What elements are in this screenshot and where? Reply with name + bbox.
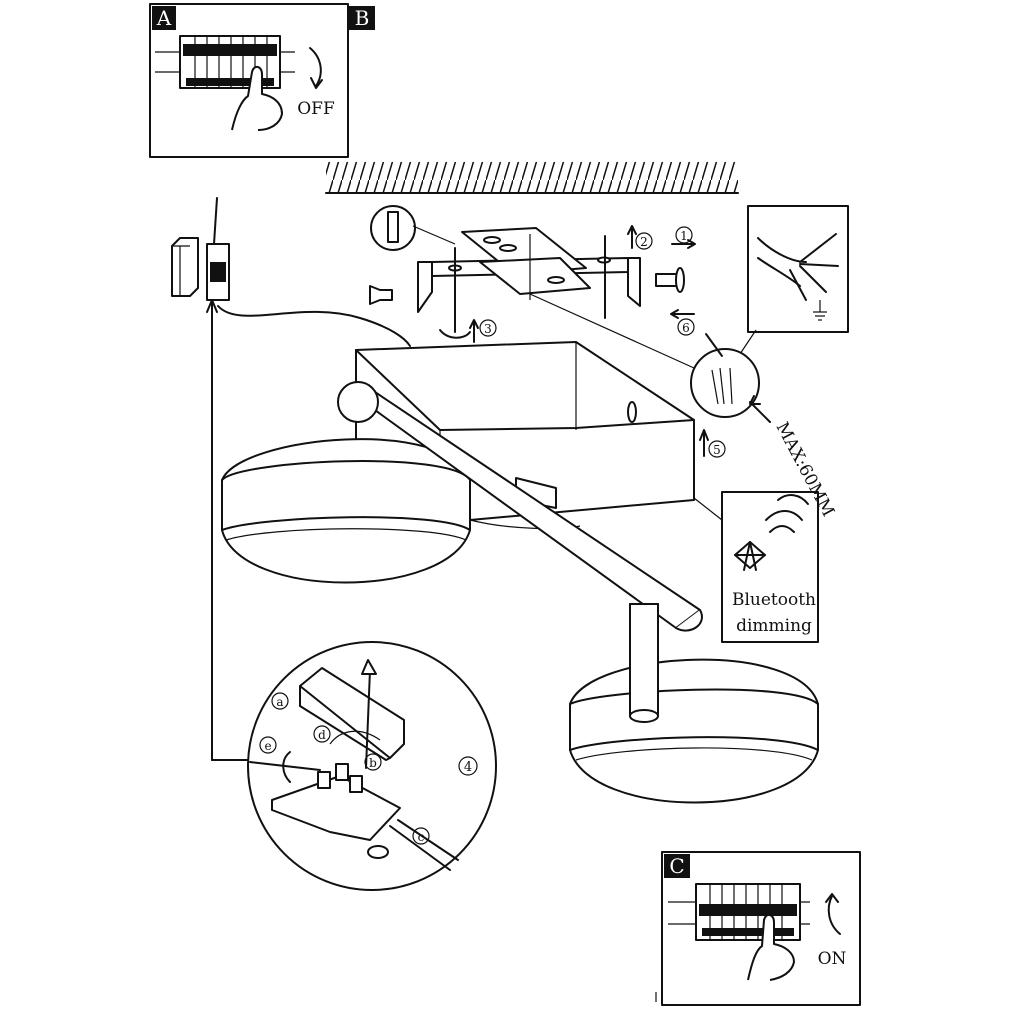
bluetooth-line1: Bluetooth xyxy=(732,590,816,610)
earth-icon xyxy=(813,300,827,321)
max-label: MAX:60MM xyxy=(772,419,838,520)
wire-d: d xyxy=(318,728,326,742)
on-arrow xyxy=(827,895,841,935)
breaker-icon xyxy=(668,883,810,941)
wire-zoom-circle xyxy=(690,348,760,418)
wire-a: a xyxy=(276,695,283,709)
bluetooth-panel: Bluetooth dimming xyxy=(693,491,819,643)
panel-b-letter: B xyxy=(355,6,370,30)
panel-c-letter: C xyxy=(669,854,684,878)
step-2: 2 xyxy=(640,235,648,249)
panel-b-badge xyxy=(349,6,375,30)
bluetooth-line2: dimming xyxy=(736,616,812,636)
receiver-cable xyxy=(217,305,411,347)
panel-a-letter: A xyxy=(156,6,172,30)
breaker-icon xyxy=(155,35,295,89)
screwdriver xyxy=(365,669,371,769)
hand-icon xyxy=(747,914,795,981)
step-markers: 2 1 6 3 5 xyxy=(439,225,726,458)
lamp-head-left xyxy=(221,438,471,584)
wire-e: e xyxy=(264,739,271,753)
step-1: 1 xyxy=(680,229,688,243)
step-5: 5 xyxy=(713,443,721,457)
panel-a-badge xyxy=(152,6,176,30)
wire-c: c xyxy=(418,830,425,844)
step-4: 4 xyxy=(464,760,472,775)
panel-c-badge xyxy=(664,854,690,878)
mounting-hardware xyxy=(369,205,685,333)
wire-b: b xyxy=(369,756,377,770)
lamp-head-right xyxy=(569,603,819,804)
panel-power-off: A B OFF xyxy=(149,3,375,158)
on-label: ON xyxy=(818,949,847,969)
off-label: OFF xyxy=(297,99,335,119)
bluetooth-icon xyxy=(734,541,766,571)
terminal-detail: a b c d e 4 xyxy=(247,641,497,891)
step-3: 3 xyxy=(484,322,492,336)
hand-icon xyxy=(231,66,283,131)
ceiling xyxy=(326,162,738,192)
wall-plug xyxy=(369,285,393,305)
step-6: 6 xyxy=(682,321,690,335)
lamp-arm xyxy=(337,381,703,632)
antenna xyxy=(213,197,218,245)
panel-power-on: C ON xyxy=(655,851,861,1006)
off-arrow xyxy=(309,47,322,87)
